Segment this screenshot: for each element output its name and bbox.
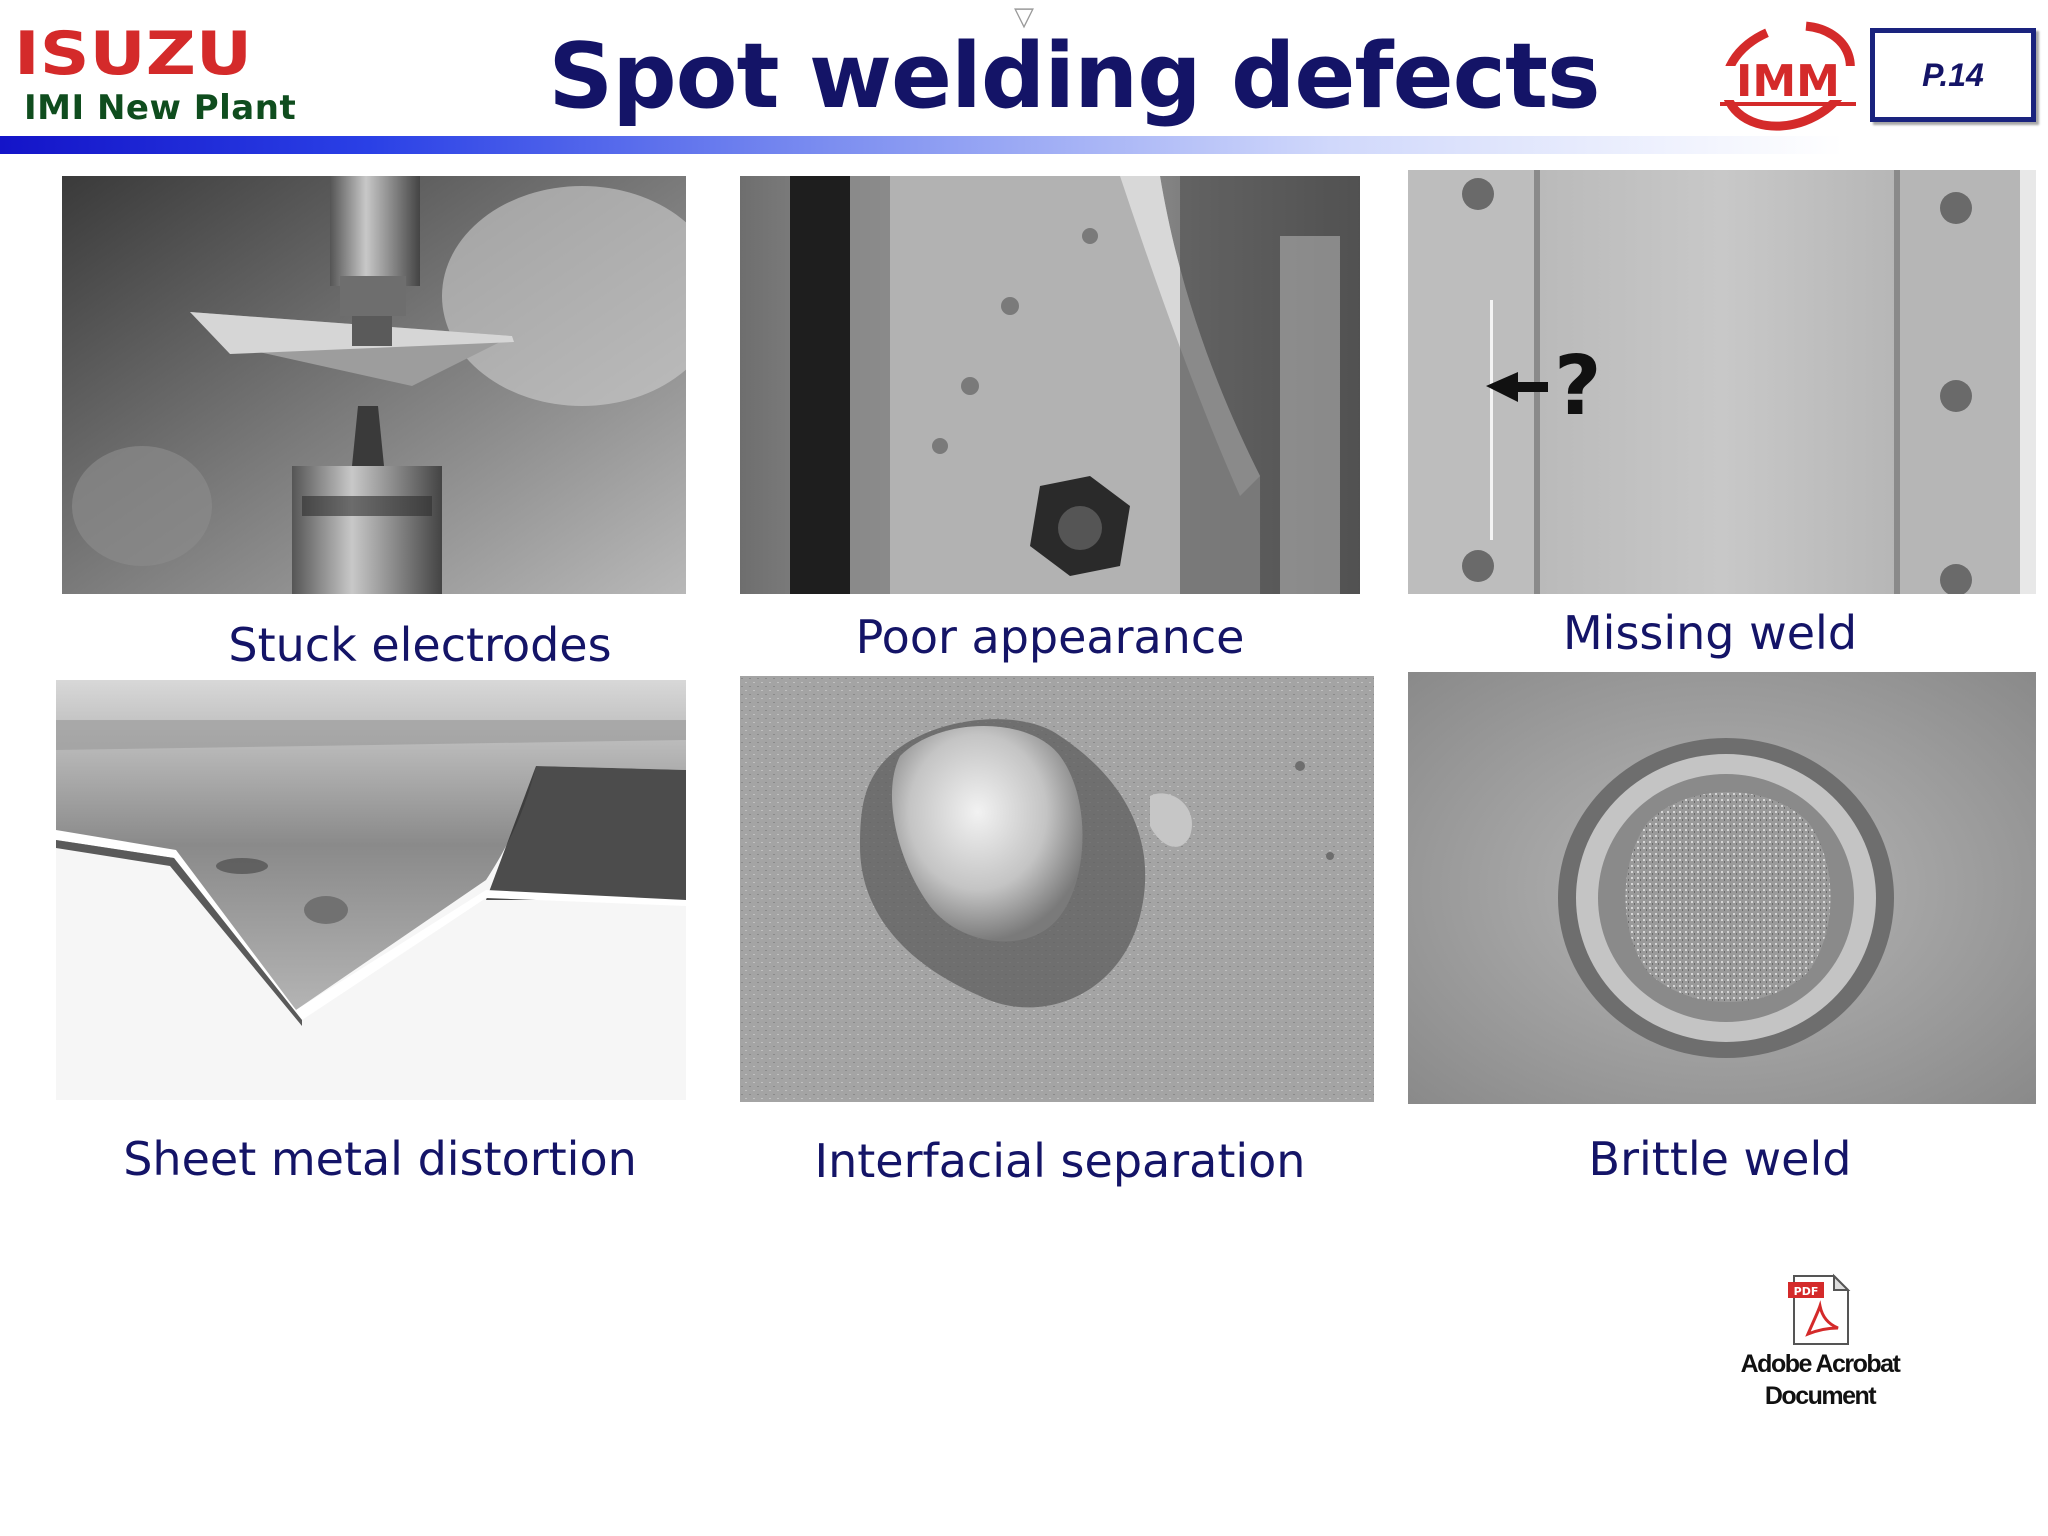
photo-poor-appearance — [740, 176, 1360, 594]
photo-stuck-electrodes — [62, 176, 686, 594]
svg-text:ISUZU: ISUZU — [14, 26, 252, 80]
photo-brittle-weld — [1408, 672, 2036, 1104]
caption-brittle-weld: Brittle weld — [1588, 1132, 1852, 1186]
svg-text:IMM: IMM — [1736, 56, 1840, 107]
header-gradient-bar — [0, 136, 2048, 154]
imm-logo: IMM — [1718, 21, 1858, 131]
photo-missing-weld: ? — [1408, 170, 2036, 594]
caption-missing-weld: Missing weld — [1562, 606, 1858, 660]
pdf-label-line1: Adobe Acrobat — [1740, 1350, 1901, 1378]
photo-interfacial-separation — [740, 676, 1374, 1102]
caption-sheet-metal-distortion: Sheet metal distortion — [123, 1132, 637, 1186]
caption-poor-appearance: Poor appearance — [855, 610, 1245, 664]
page-number-box: P.14 — [1870, 28, 2036, 122]
page-title: Spot welding defects — [548, 24, 1600, 129]
svg-text:?: ? — [1554, 339, 1602, 434]
svg-text:PDF: PDF — [1794, 1285, 1819, 1298]
photo-sheet-metal-distortion — [56, 680, 686, 1100]
page-number: P.14 — [1922, 56, 1984, 93]
pdf-label-line2: Document — [1764, 1382, 1877, 1410]
caption-interfacial-separation: Interfacial separation — [814, 1134, 1306, 1188]
caption-stuck-electrodes: Stuck electrodes — [228, 618, 612, 672]
brand-subtitle: IMI New Plant — [24, 88, 297, 128]
isuzu-logo: ISUZU — [14, 26, 252, 80]
slide-marker-icon: ▽ — [1014, 2, 1034, 32]
pdf-attachment-label[interactable]: Adobe Acrobat Document — [1680, 1348, 1960, 1412]
pdf-file-icon[interactable]: PDF — [1784, 1272, 1856, 1348]
